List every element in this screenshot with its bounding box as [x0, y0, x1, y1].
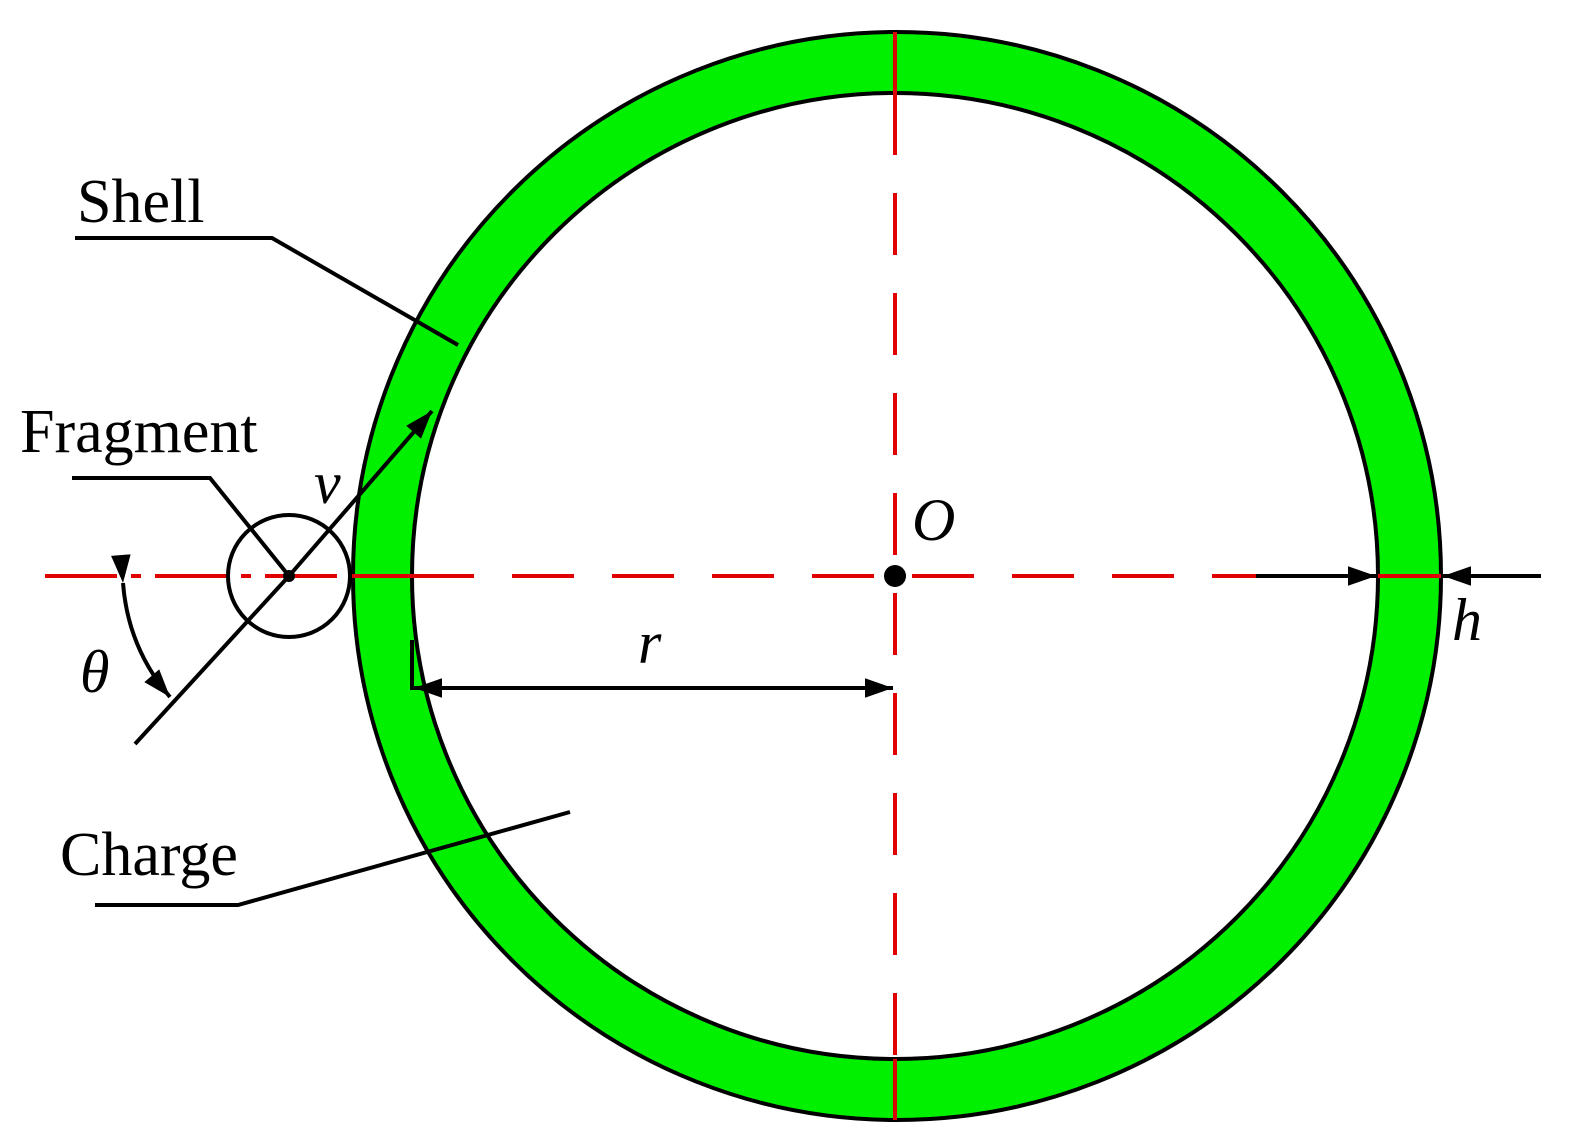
center-point	[884, 565, 906, 587]
centerlines	[45, 32, 1441, 1120]
center-label: O	[912, 487, 955, 553]
fragment-label: Fragment	[20, 398, 258, 466]
shell-label: Shell	[77, 168, 204, 236]
velocity-label: v	[314, 450, 341, 516]
charge-leader-line	[95, 810, 571, 907]
thickness-label: h	[1452, 587, 1482, 653]
angle-arc	[111, 554, 172, 699]
shell-leader-line	[75, 236, 459, 347]
fragment-leader-line	[72, 476, 291, 578]
angle-label: θ	[80, 639, 109, 705]
velocity-arrow	[287, 409, 434, 578]
fragment-circle	[226, 513, 352, 639]
charge-label: Charge	[60, 821, 238, 889]
radius-label: r	[638, 610, 662, 676]
radius-dimension	[410, 640, 893, 698]
fragment-trajectory-line	[133, 574, 291, 746]
